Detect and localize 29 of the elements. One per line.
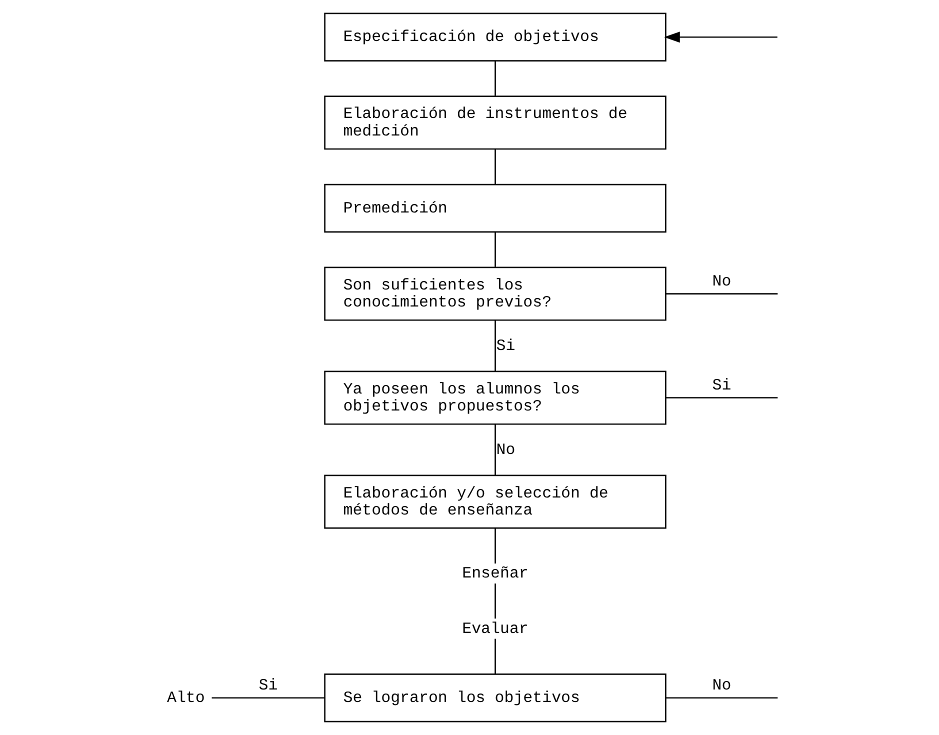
connector bbox=[494, 61, 496, 96]
connector bbox=[212, 697, 324, 699]
node-box: Ya poseen los alumnos los objetivos propuestos? bbox=[324, 370, 666, 425]
edge-label: Si bbox=[712, 376, 732, 394]
connector bbox=[666, 697, 778, 699]
edge-label: No bbox=[712, 676, 732, 694]
edge-label: No bbox=[496, 440, 516, 459]
edge-label: Si bbox=[496, 336, 516, 355]
node-box: Elaboración de instrumentos de medición bbox=[324, 96, 666, 150]
arrow bbox=[664, 32, 778, 43]
connector bbox=[494, 528, 496, 564]
node-box: Son suficientes los conocimientos previos? bbox=[324, 266, 666, 321]
connector bbox=[666, 397, 778, 398]
node-text: Alto bbox=[166, 688, 205, 707]
node-box: Elaboración y/o selección de métodos de enseñanza bbox=[324, 474, 666, 529]
node-text: Enseñar bbox=[462, 564, 528, 583]
edge-label: No bbox=[712, 272, 732, 290]
connector bbox=[494, 149, 496, 184]
node-box: Especificación de objetivos bbox=[324, 12, 666, 62]
connector bbox=[494, 232, 496, 267]
node-text: Evaluar bbox=[462, 620, 528, 638]
connector bbox=[494, 584, 496, 619]
connector bbox=[494, 424, 496, 476]
connector bbox=[666, 293, 778, 294]
node-box: Se lograron los objetivos bbox=[324, 674, 666, 722]
edge-label: Si bbox=[258, 676, 278, 694]
connector bbox=[494, 320, 496, 372]
connector bbox=[494, 638, 496, 674]
node-box: Premedición bbox=[324, 184, 666, 233]
